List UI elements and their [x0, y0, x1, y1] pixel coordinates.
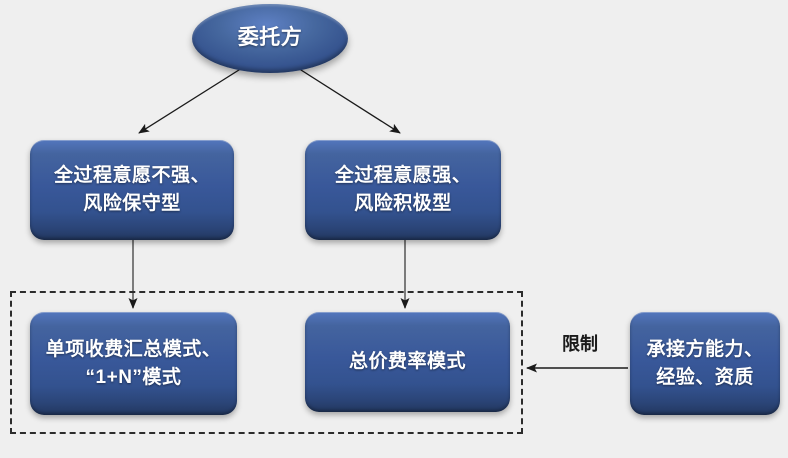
node-contractor-capability[interactable]: 承接方能力、 经验、资质	[630, 312, 780, 415]
node-contractor-capability-label: 承接方能力、 经验、资质	[646, 338, 764, 388]
fee-mode-dashed-group	[10, 291, 523, 434]
node-strong-will-label: 全过程意愿强、 风险积极型	[334, 165, 472, 214]
edge-client-to-strong-will	[289, 62, 401, 134]
edge-label-restriction: 限制	[562, 334, 598, 354]
node-weak-will-label: 全过程意愿不强、 风险保守型	[53, 165, 210, 214]
node-weak-will[interactable]: 全过程意愿不强、 风险保守型	[30, 140, 234, 240]
node-client-label: 委托方	[237, 26, 303, 50]
node-strong-will[interactable]: 全过程意愿强、 风险积极型	[305, 140, 501, 240]
node-lumpsum-mode[interactable]: 总价费率模式	[305, 312, 510, 412]
edge-client-to-weak-will	[138, 62, 251, 134]
node-lumpsum-mode-label: 总价费率模式	[348, 351, 466, 373]
node-client[interactable]: 委托方	[192, 4, 348, 73]
node-itemized-mode[interactable]: 单项收费汇总模式、 “1+N”模式	[30, 312, 237, 415]
node-itemized-mode-label: 单项收费汇总模式、 “1+N”模式	[45, 338, 222, 388]
